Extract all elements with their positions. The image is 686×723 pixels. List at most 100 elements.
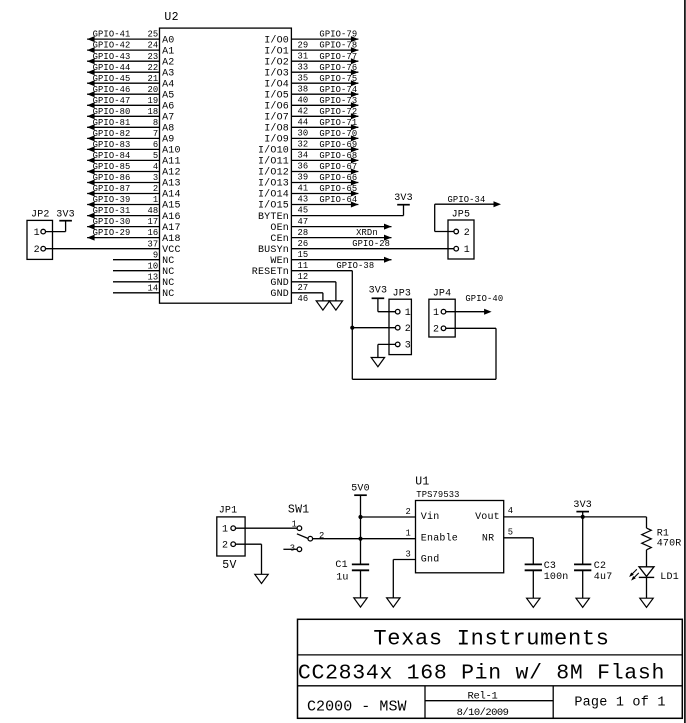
svg-text:GPIO-76: GPIO-76 bbox=[319, 63, 357, 73]
svg-text:A16: A16 bbox=[162, 212, 181, 223]
svg-text:12: 12 bbox=[298, 272, 309, 282]
svg-text:11: 11 bbox=[298, 261, 309, 271]
svg-text:I/O5: I/O5 bbox=[264, 89, 289, 101]
svg-text:GPIO-84: GPIO-84 bbox=[93, 151, 131, 161]
svg-text:3V3: 3V3 bbox=[369, 286, 388, 297]
svg-text:40: 40 bbox=[298, 95, 309, 105]
svg-text:Enable: Enable bbox=[421, 533, 458, 545]
svg-text:1: 1 bbox=[405, 528, 410, 538]
svg-text:47: 47 bbox=[298, 217, 309, 227]
svg-text:GPIO-43: GPIO-43 bbox=[93, 52, 131, 62]
svg-text:GPIO-47: GPIO-47 bbox=[93, 96, 131, 106]
svg-text:4: 4 bbox=[153, 162, 158, 172]
svg-text:GPIO-46: GPIO-46 bbox=[93, 85, 131, 95]
svg-text:JP4: JP4 bbox=[433, 288, 452, 299]
svg-text:4: 4 bbox=[508, 506, 513, 516]
svg-text:SW1: SW1 bbox=[288, 503, 310, 516]
svg-text:GND: GND bbox=[270, 289, 289, 300]
svg-text:1: 1 bbox=[34, 228, 40, 239]
svg-text:8: 8 bbox=[153, 118, 158, 128]
svg-text:1: 1 bbox=[464, 245, 470, 256]
svg-text:19: 19 bbox=[147, 96, 158, 106]
svg-text:26: 26 bbox=[298, 239, 309, 249]
svg-text:I/O3: I/O3 bbox=[264, 67, 289, 79]
svg-text:7: 7 bbox=[153, 129, 158, 139]
svg-text:A11: A11 bbox=[162, 157, 181, 168]
svg-text:A15: A15 bbox=[162, 201, 181, 212]
svg-text:15: 15 bbox=[298, 250, 309, 260]
svg-text:36: 36 bbox=[298, 162, 309, 172]
svg-text:U1: U1 bbox=[415, 476, 429, 489]
svg-text:CC2834x 168 Pin w/ 8M Flash: CC2834x 168 Pin w/ 8M Flash bbox=[298, 662, 665, 686]
svg-text:CEn: CEn bbox=[270, 234, 289, 245]
svg-text:GPIO-64: GPIO-64 bbox=[319, 195, 357, 205]
svg-text:LD1: LD1 bbox=[660, 572, 679, 583]
svg-text:17: 17 bbox=[147, 217, 158, 227]
svg-text:JP2: JP2 bbox=[31, 210, 50, 221]
svg-text:C1: C1 bbox=[335, 560, 347, 571]
svg-text:GPIO-34: GPIO-34 bbox=[448, 195, 486, 205]
svg-text:I/O1: I/O1 bbox=[264, 45, 289, 57]
svg-text:Page 1 of 1: Page 1 of 1 bbox=[574, 696, 665, 711]
svg-text:I/O6: I/O6 bbox=[264, 101, 289, 113]
svg-text:BUSYn: BUSYn bbox=[258, 245, 289, 256]
svg-text:A5: A5 bbox=[162, 90, 174, 101]
svg-text:37: 37 bbox=[147, 239, 158, 249]
svg-text:A12: A12 bbox=[162, 168, 181, 179]
svg-text:JP1: JP1 bbox=[219, 505, 238, 516]
svg-text:GPIO-41: GPIO-41 bbox=[93, 30, 131, 40]
svg-text:34: 34 bbox=[298, 151, 309, 161]
svg-text:18: 18 bbox=[147, 107, 158, 117]
svg-text:GPIO-42: GPIO-42 bbox=[93, 41, 131, 51]
svg-text:46: 46 bbox=[298, 294, 309, 304]
svg-text:I/O4: I/O4 bbox=[264, 78, 289, 90]
svg-text:Vin: Vin bbox=[421, 511, 440, 523]
svg-text:XRDn: XRDn bbox=[356, 228, 378, 238]
svg-text:WEn: WEn bbox=[270, 256, 289, 267]
svg-text:GPIO-66: GPIO-66 bbox=[319, 173, 357, 183]
svg-text:GPIO-31: GPIO-31 bbox=[93, 206, 131, 216]
svg-text:NC: NC bbox=[162, 278, 174, 289]
svg-text:I/O0: I/O0 bbox=[264, 34, 289, 46]
svg-text:A10: A10 bbox=[162, 146, 181, 157]
svg-text:I/O2: I/O2 bbox=[264, 56, 289, 68]
svg-text:GPIO-71: GPIO-71 bbox=[319, 118, 357, 128]
svg-text:3: 3 bbox=[290, 543, 295, 553]
svg-text:A17: A17 bbox=[162, 223, 181, 234]
svg-text:2: 2 bbox=[405, 507, 410, 517]
svg-text:9: 9 bbox=[153, 250, 158, 260]
svg-text:GPIO-77: GPIO-77 bbox=[319, 52, 357, 62]
svg-text:48: 48 bbox=[147, 206, 158, 216]
svg-text:GPIO-75: GPIO-75 bbox=[319, 74, 357, 84]
svg-text:32: 32 bbox=[298, 140, 309, 150]
svg-text:1: 1 bbox=[292, 520, 297, 530]
svg-text:Gnd: Gnd bbox=[421, 553, 440, 565]
svg-text:2: 2 bbox=[222, 541, 228, 552]
svg-text:1: 1 bbox=[222, 525, 228, 536]
svg-text:1: 1 bbox=[405, 308, 411, 319]
svg-text:13: 13 bbox=[147, 272, 158, 282]
svg-text:NC: NC bbox=[162, 267, 174, 278]
svg-text:43: 43 bbox=[298, 195, 309, 205]
svg-text:GPIO-69: GPIO-69 bbox=[319, 140, 357, 150]
svg-text:GPIO-45: GPIO-45 bbox=[93, 74, 131, 84]
svg-text:GPIO-79: GPIO-79 bbox=[319, 30, 357, 40]
svg-text:A14: A14 bbox=[162, 190, 181, 201]
svg-text:3: 3 bbox=[405, 341, 411, 352]
svg-text:16: 16 bbox=[147, 228, 158, 238]
svg-text:A8: A8 bbox=[162, 124, 174, 135]
svg-text:470R: 470R bbox=[657, 538, 682, 549]
svg-text:45: 45 bbox=[298, 206, 309, 216]
svg-text:A0: A0 bbox=[162, 35, 174, 46]
svg-text:23: 23 bbox=[147, 52, 158, 62]
svg-text:JP5: JP5 bbox=[452, 210, 471, 221]
svg-text:BYTEn: BYTEn bbox=[258, 212, 289, 223]
svg-text:NC: NC bbox=[162, 256, 174, 267]
svg-text:33: 33 bbox=[298, 62, 309, 72]
svg-text:25: 25 bbox=[147, 30, 158, 40]
svg-text:GPIO-78: GPIO-78 bbox=[319, 41, 357, 51]
svg-text:2: 2 bbox=[433, 325, 439, 336]
svg-text:TPS79533: TPS79533 bbox=[416, 490, 459, 500]
svg-text:5V0: 5V0 bbox=[351, 484, 370, 495]
svg-text:39: 39 bbox=[298, 173, 309, 183]
